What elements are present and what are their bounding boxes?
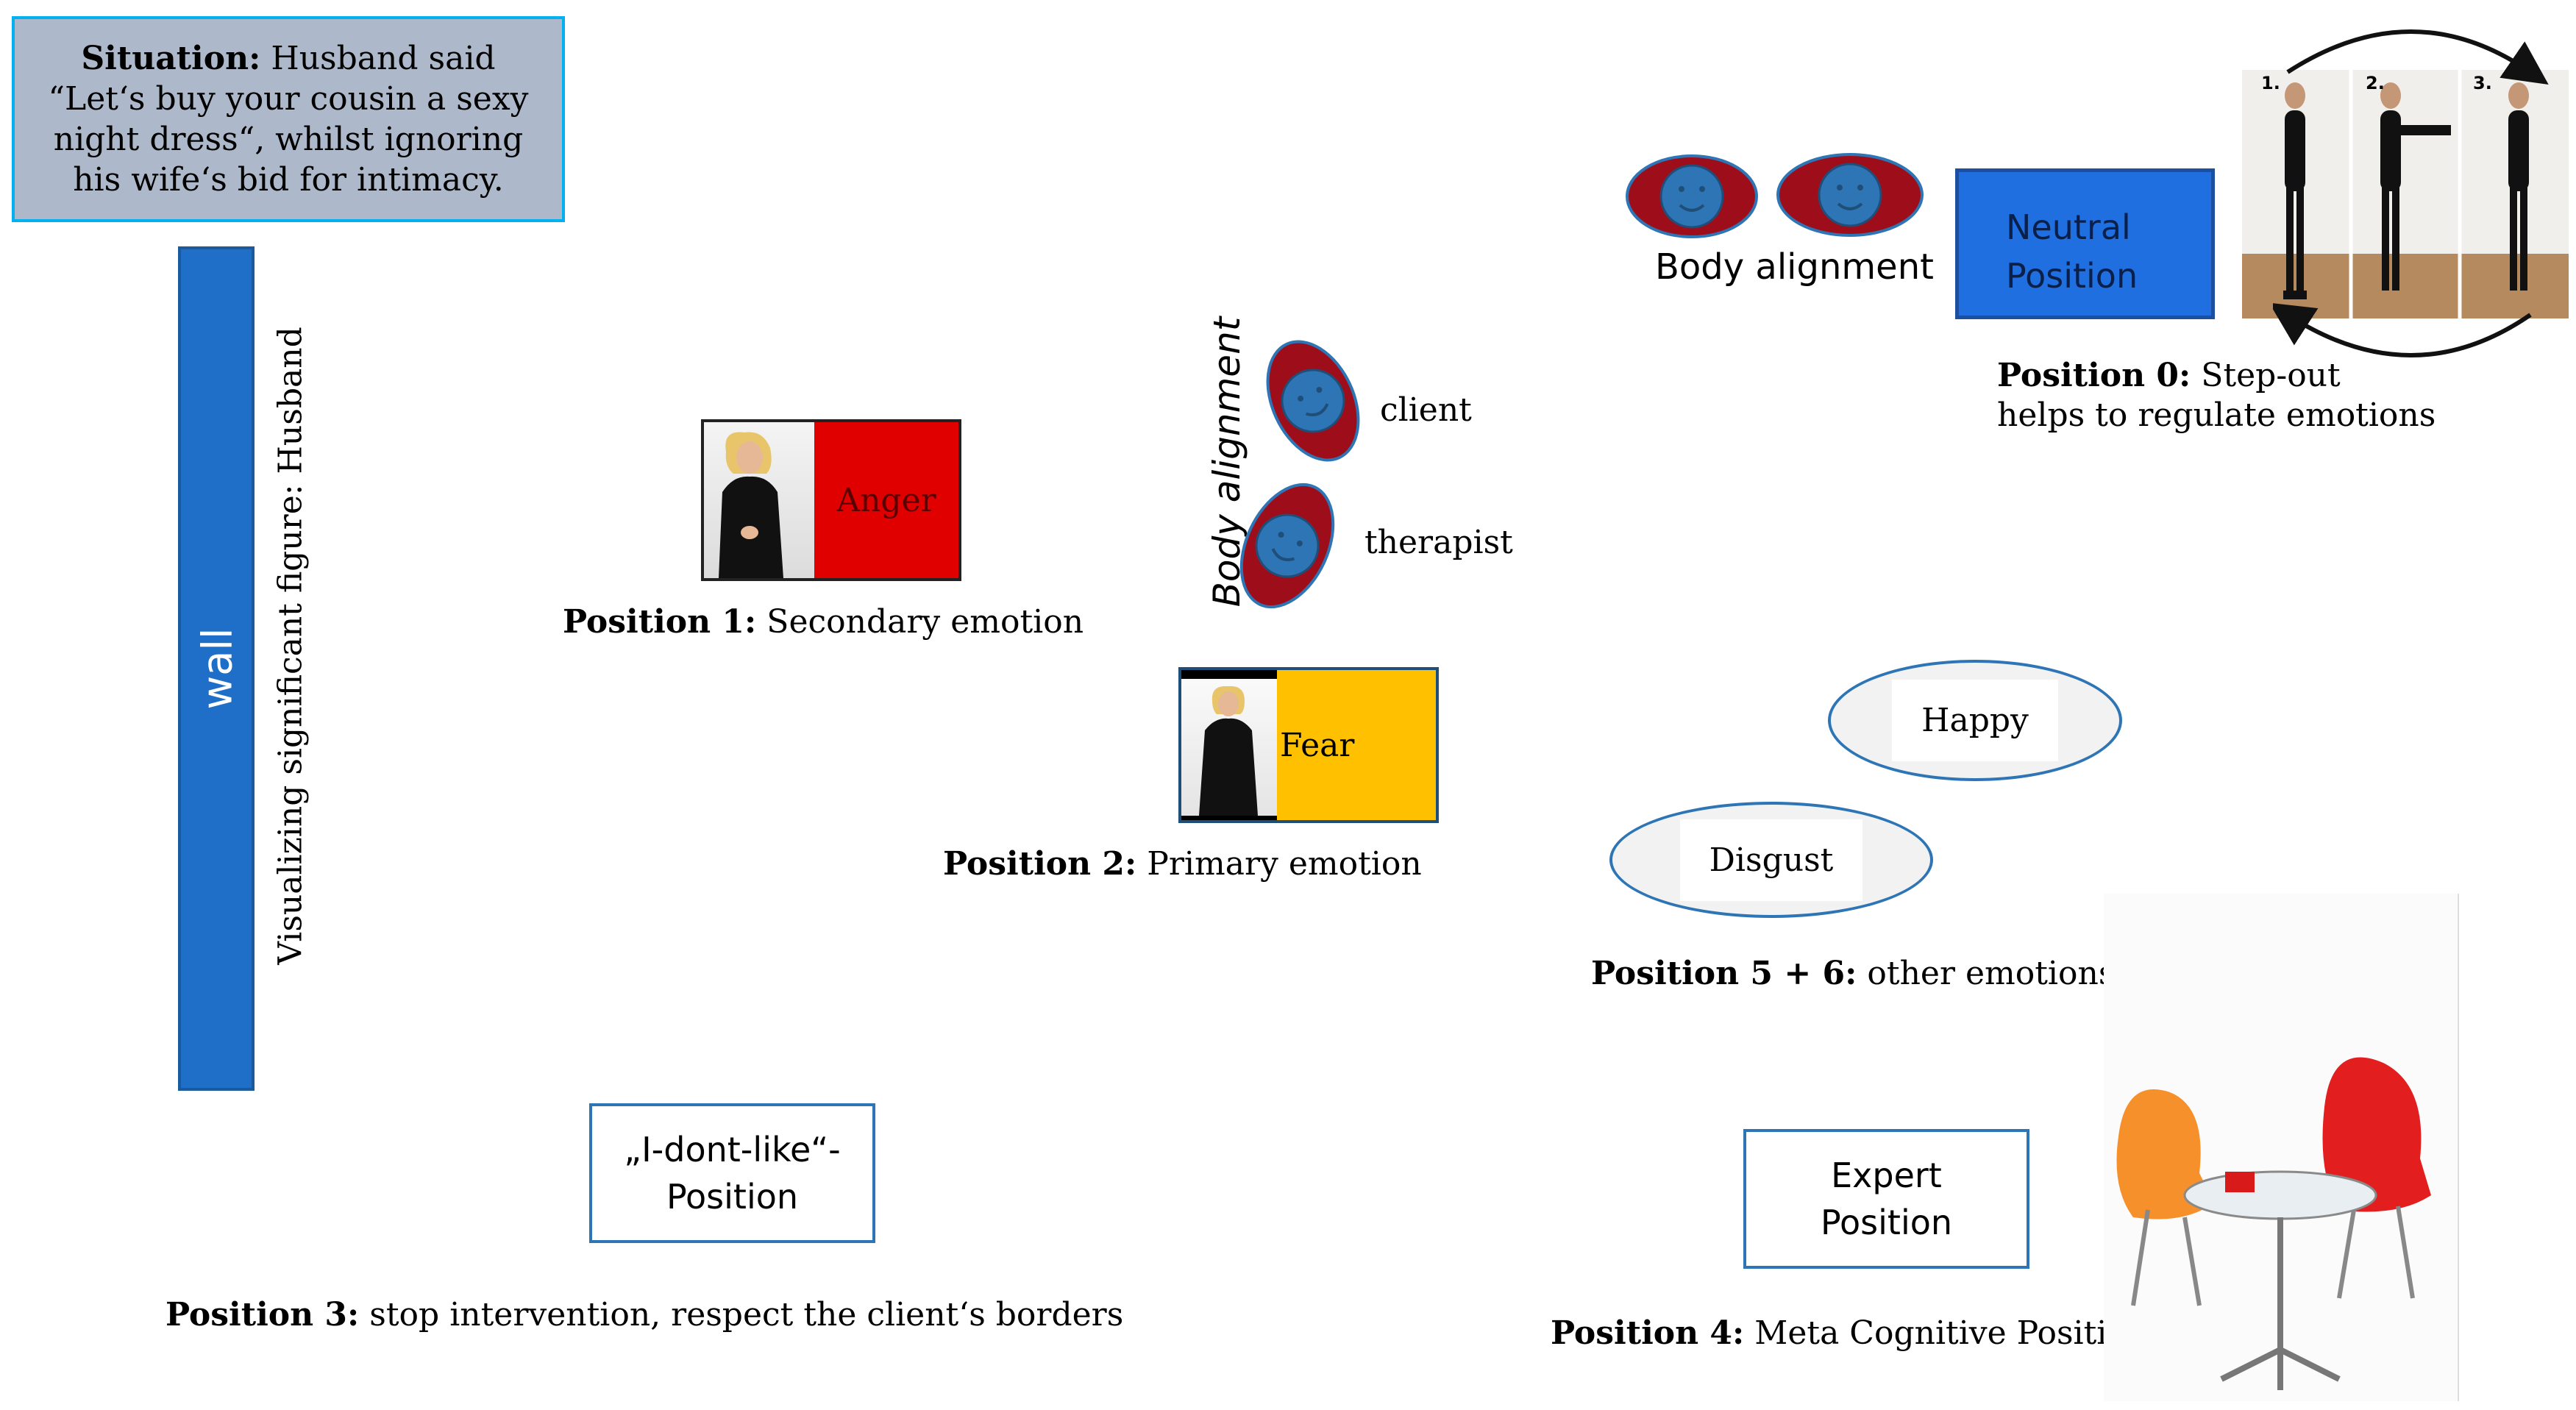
position2-caption: Position 2: Primary emotion xyxy=(943,845,1422,883)
chairs-icon xyxy=(2104,894,2486,1401)
position3-label: Position 3: xyxy=(166,1296,360,1334)
expert-line1: Expert xyxy=(1831,1156,1942,1195)
therapist-label: therapist xyxy=(1365,524,1513,561)
happy-oval: Happy xyxy=(1828,660,2122,781)
step-2-label: 2. xyxy=(2366,73,2385,93)
neutral-line1: Neutral xyxy=(2006,207,2131,247)
cycle-arrows-icon xyxy=(2273,29,2549,357)
idl-line1: „I-dont-like“- xyxy=(624,1130,841,1169)
happy-label: Happy xyxy=(1892,680,2058,761)
therapist-face-icon xyxy=(1239,483,1335,609)
position0-text-line1: Step-out xyxy=(2201,357,2341,394)
position1-label: Position 1: xyxy=(563,603,757,641)
position0-caption-line1: Position 0: Step-out xyxy=(1997,357,2341,394)
position2-text: Primary emotion xyxy=(1147,845,1422,883)
position0-text-line2: helps to regulate emotions xyxy=(1997,396,2436,434)
position56-caption: Position 5 + 6: other emotions xyxy=(1591,955,2115,992)
position2-label: Position 2: xyxy=(943,845,1137,883)
wall-caption: Visualizing significant figure: Husband xyxy=(271,327,310,965)
position56-label: Position 5 + 6: xyxy=(1591,955,1857,992)
anger-person-photo xyxy=(704,422,814,578)
disgust-oval: Disgust xyxy=(1609,802,1933,918)
position56-text: other emotions xyxy=(1867,955,2116,992)
position0-label: Position 0: xyxy=(1997,357,2191,394)
neutral-line2: Position xyxy=(2006,256,2138,296)
neutral-position-box: Neutral Position xyxy=(1955,168,2215,319)
body-alignment-horizontal-title: Body alignment xyxy=(1655,246,1934,288)
idl-line2: Position xyxy=(666,1177,799,1217)
situation-text: Husband said “Let‘s buy your cousin a se… xyxy=(48,40,529,199)
expert-position-box: Expert Position xyxy=(1743,1129,2029,1269)
position4-caption: Position 4: Meta Cognitive Position xyxy=(1551,1314,2147,1352)
position4-text: Meta Cognitive Position xyxy=(1754,1314,2148,1352)
disgust-label: Disgust xyxy=(1679,819,1863,901)
step-1-label: 1. xyxy=(2261,73,2280,93)
client-label: client xyxy=(1380,391,1472,429)
anger-label: Anger xyxy=(836,481,936,519)
expert-line2: Position xyxy=(1820,1203,1953,1242)
wall-label: wall xyxy=(193,627,242,710)
anger-box: Anger xyxy=(701,419,961,581)
fear-label: Fear xyxy=(1280,726,1355,764)
woman-figure-icon xyxy=(1199,686,1258,816)
body-alignment-faces-icon xyxy=(1626,153,1924,238)
situation-label: Situation: xyxy=(81,40,261,77)
chairs-photo xyxy=(2104,894,2486,1401)
situation-box: Situation: Husband said “Let‘s buy your … xyxy=(12,16,565,222)
fear-person-photo xyxy=(1181,670,1277,820)
position4-label: Position 4: xyxy=(1551,1314,1745,1352)
position1-text: Secondary emotion xyxy=(766,603,1084,641)
step-out-figures-icon xyxy=(2242,70,2569,318)
woman-figure-icon xyxy=(719,432,783,578)
anger-color-block: Anger xyxy=(814,422,958,578)
position3-text: stop intervention, respect the client‘s … xyxy=(369,1296,1124,1334)
step-out-photo: 1. 2. 3. xyxy=(2242,70,2569,318)
position3-caption: Position 3: stop intervention, respect t… xyxy=(166,1296,1123,1334)
fear-color-block: Fear xyxy=(1277,670,1436,820)
client-face-icon xyxy=(1266,340,1360,462)
position1-caption: Position 1: Secondary emotion xyxy=(563,603,1084,641)
i-dont-like-position-box: „I-dont-like“- Position xyxy=(589,1103,875,1243)
step-3-label: 3. xyxy=(2473,73,2492,93)
wall-bar xyxy=(178,246,255,1091)
fear-box: Fear xyxy=(1178,667,1439,823)
